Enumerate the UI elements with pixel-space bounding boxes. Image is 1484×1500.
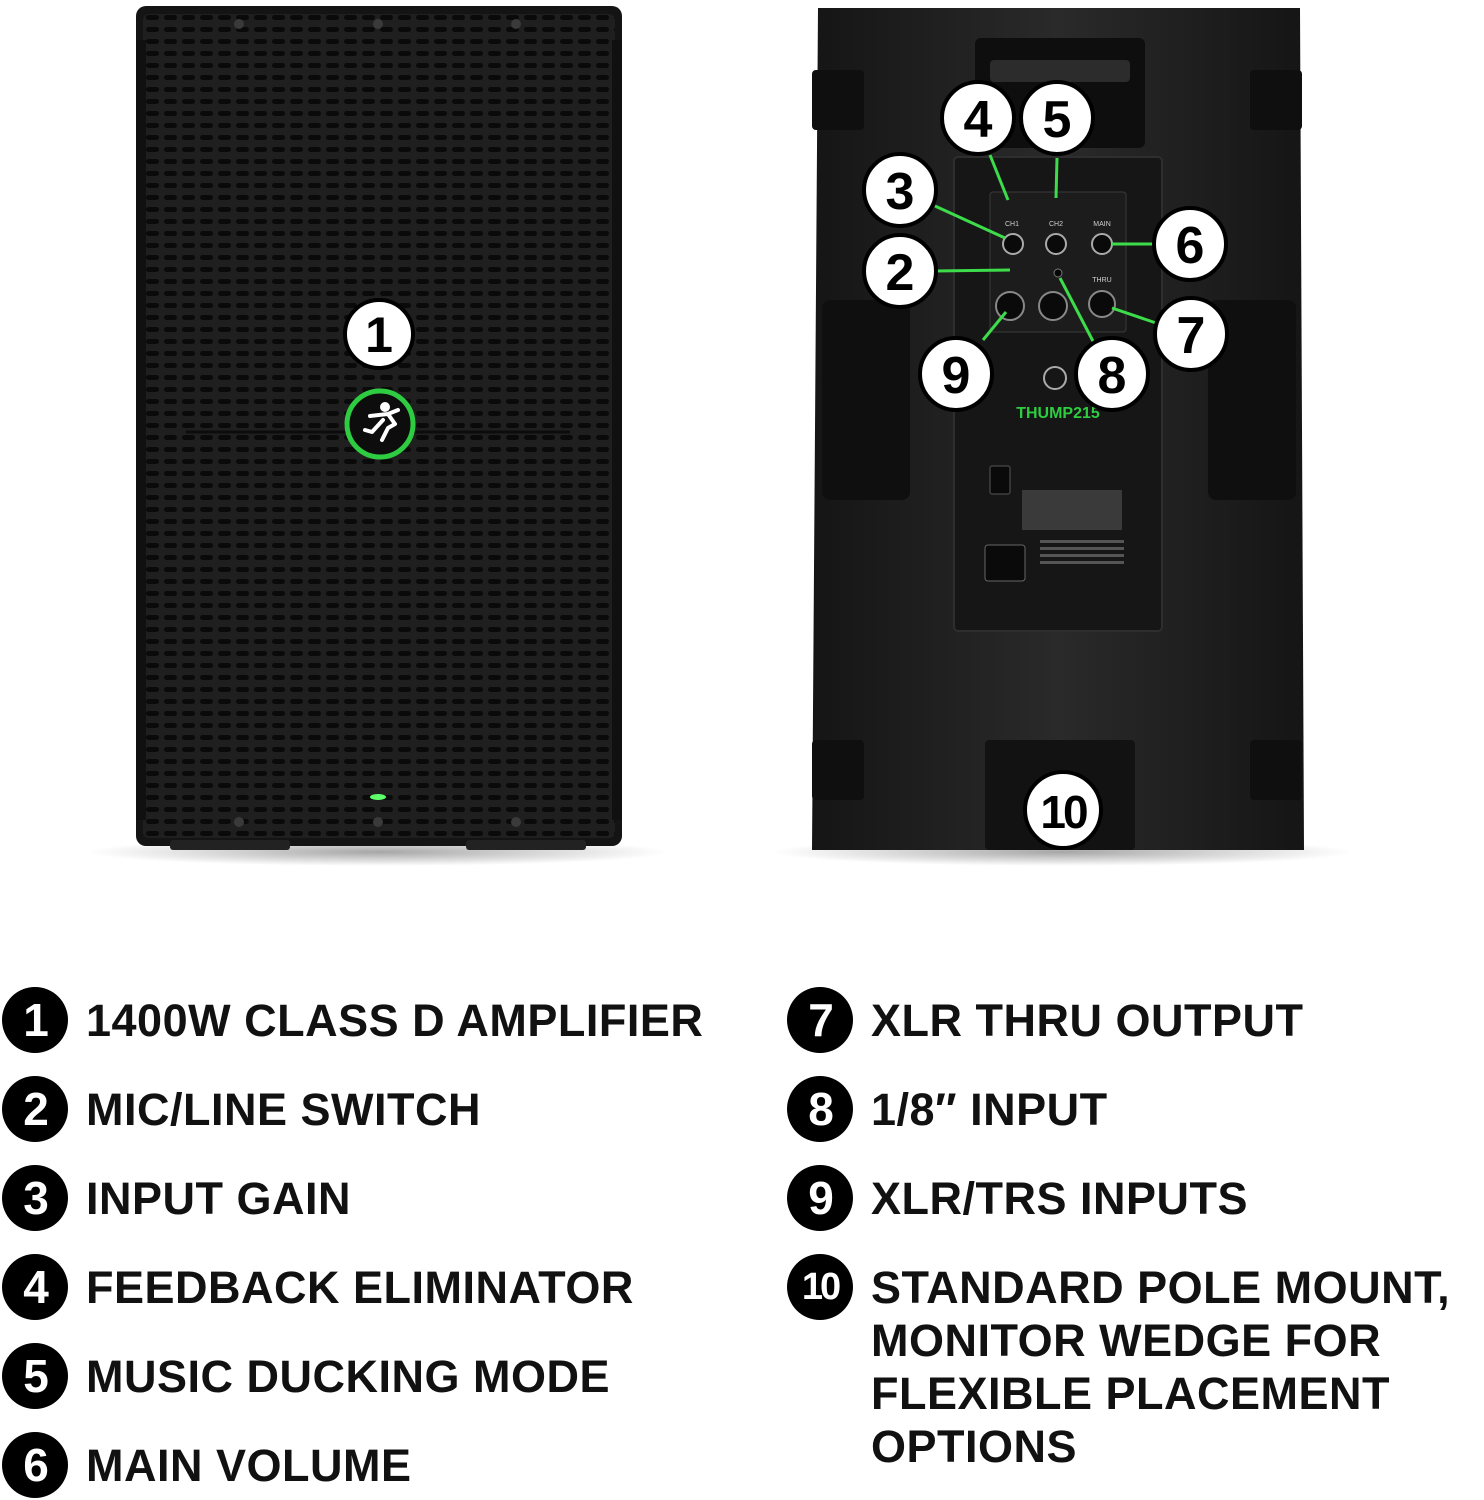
callout-7: 7 — [1153, 296, 1229, 372]
legend-item-6: 6 MAIN VOLUME — [2, 1432, 412, 1498]
legend-item-3: 3 INPUT GAIN — [2, 1165, 351, 1231]
legend-item-5: 5 MUSIC DUCKING MODE — [2, 1343, 610, 1409]
panel-label-ch1: CH1 — [1005, 221, 1019, 228]
legend-text-line: OPTIONS — [871, 1421, 1078, 1472]
legend-text: MAIN VOLUME — [86, 1440, 412, 1491]
callout-8: 8 — [1074, 336, 1150, 412]
svg-text:1: 1 — [365, 307, 393, 363]
legend-item-10: 10 STANDARD POLE MOUNT, MONITOR WEDGE FO… — [787, 1254, 1450, 1473]
panel-label-main: MAIN — [1093, 221, 1111, 228]
callout-1: 1 — [343, 298, 415, 370]
legend-badge: 6 — [2, 1432, 68, 1498]
svg-text:8: 8 — [1098, 347, 1127, 405]
legend-item-1: 1 1400W CLASS D AMPLIFIER — [2, 987, 703, 1053]
legend-text-line: FLEXIBLE PLACEMENT — [871, 1368, 1391, 1419]
legend-text: 1400W CLASS D AMPLIFIER — [86, 995, 704, 1046]
svg-text:7: 7 — [1177, 307, 1206, 365]
legend-text: FEEDBACK ELIMINATOR — [86, 1262, 634, 1313]
speaker-illustration: CH1 CH2 MAIN THRU THUMP215 — [88, 6, 1352, 866]
svg-text:5: 5 — [1043, 91, 1072, 149]
legend-item-2: 2 MIC/LINE SWITCH — [2, 1076, 481, 1142]
callout-2: 2 — [862, 233, 938, 309]
legend-badge: 4 — [2, 1254, 68, 1320]
callout-bubbles: 1 4 5 3 2 6 7 9 — [343, 80, 1229, 850]
power-led-icon — [370, 794, 386, 800]
product-figure: CH1 CH2 MAIN THRU THUMP215 — [88, 6, 1352, 866]
legend-badge: 7 — [787, 987, 853, 1053]
legend-badge: 1 — [2, 987, 68, 1053]
legend-item-7: 7 XLR THRU OUTPUT — [787, 987, 1303, 1053]
rear-panel-labels: CH1 CH2 MAIN THRU — [1005, 221, 1112, 284]
legend-text: MIC/LINE SWITCH — [86, 1084, 481, 1135]
front-speaker — [88, 6, 668, 866]
svg-text:10: 10 — [1040, 786, 1087, 838]
panel-label-ch2: CH2 — [1049, 221, 1063, 228]
callout-5: 5 — [1019, 80, 1095, 156]
legend-text: XLR/TRS INPUTS — [871, 1173, 1249, 1224]
callout-10: 10 — [1023, 770, 1103, 850]
panel-label-thru: THRU — [1092, 277, 1111, 284]
callout-3: 3 — [862, 152, 938, 228]
svg-text:4: 4 — [964, 91, 993, 149]
legend-text-multiline: STANDARD POLE MOUNT, MONITOR WEDGE FOR F… — [871, 1254, 1450, 1473]
callout-4: 4 — [940, 80, 1016, 156]
legend-text: INPUT GAIN — [86, 1173, 352, 1224]
legend-badge: 5 — [2, 1343, 68, 1409]
legend-badge: 9 — [787, 1165, 853, 1231]
svg-text:6: 6 — [1176, 217, 1205, 275]
legend-badge: 3 — [2, 1165, 68, 1231]
legend-text-line: STANDARD POLE MOUNT, — [871, 1262, 1451, 1313]
leader-lines — [934, 154, 1166, 346]
svg-text:2: 2 — [886, 244, 915, 302]
brand-label: THUMP215 — [1016, 405, 1100, 422]
legend-item-9: 9 XLR/TRS INPUTS — [787, 1165, 1248, 1231]
legend-badge: 8 — [787, 1076, 853, 1142]
legend-badge: 2 — [2, 1076, 68, 1142]
rear-brand-logo: THUMP215 — [1016, 366, 1100, 422]
legend-badge: 10 — [787, 1254, 853, 1320]
feature-legend: 1 1400W CLASS D AMPLIFIER 2 MIC/LINE SWI… — [0, 970, 1484, 1498]
svg-text:3: 3 — [886, 163, 915, 221]
svg-text:9: 9 — [942, 347, 971, 405]
gain-knobs — [1002, 233, 1113, 255]
legend-text: XLR THRU OUTPUT — [871, 995, 1304, 1046]
legend-text: MUSIC DUCKING MODE — [86, 1351, 610, 1402]
legend-text: 1/8″ INPUT — [871, 1084, 1108, 1135]
callout-9: 9 — [918, 336, 994, 412]
mackie-running-man-icon — [344, 388, 416, 460]
legend-item-4: 4 FEEDBACK ELIMINATOR — [2, 1254, 634, 1320]
legend-item-8: 8 1/8″ INPUT — [787, 1076, 1108, 1142]
callout-6: 6 — [1152, 206, 1228, 282]
legend-text-line: MONITOR WEDGE FOR — [871, 1315, 1382, 1366]
input-connectors — [995, 268, 1116, 321]
